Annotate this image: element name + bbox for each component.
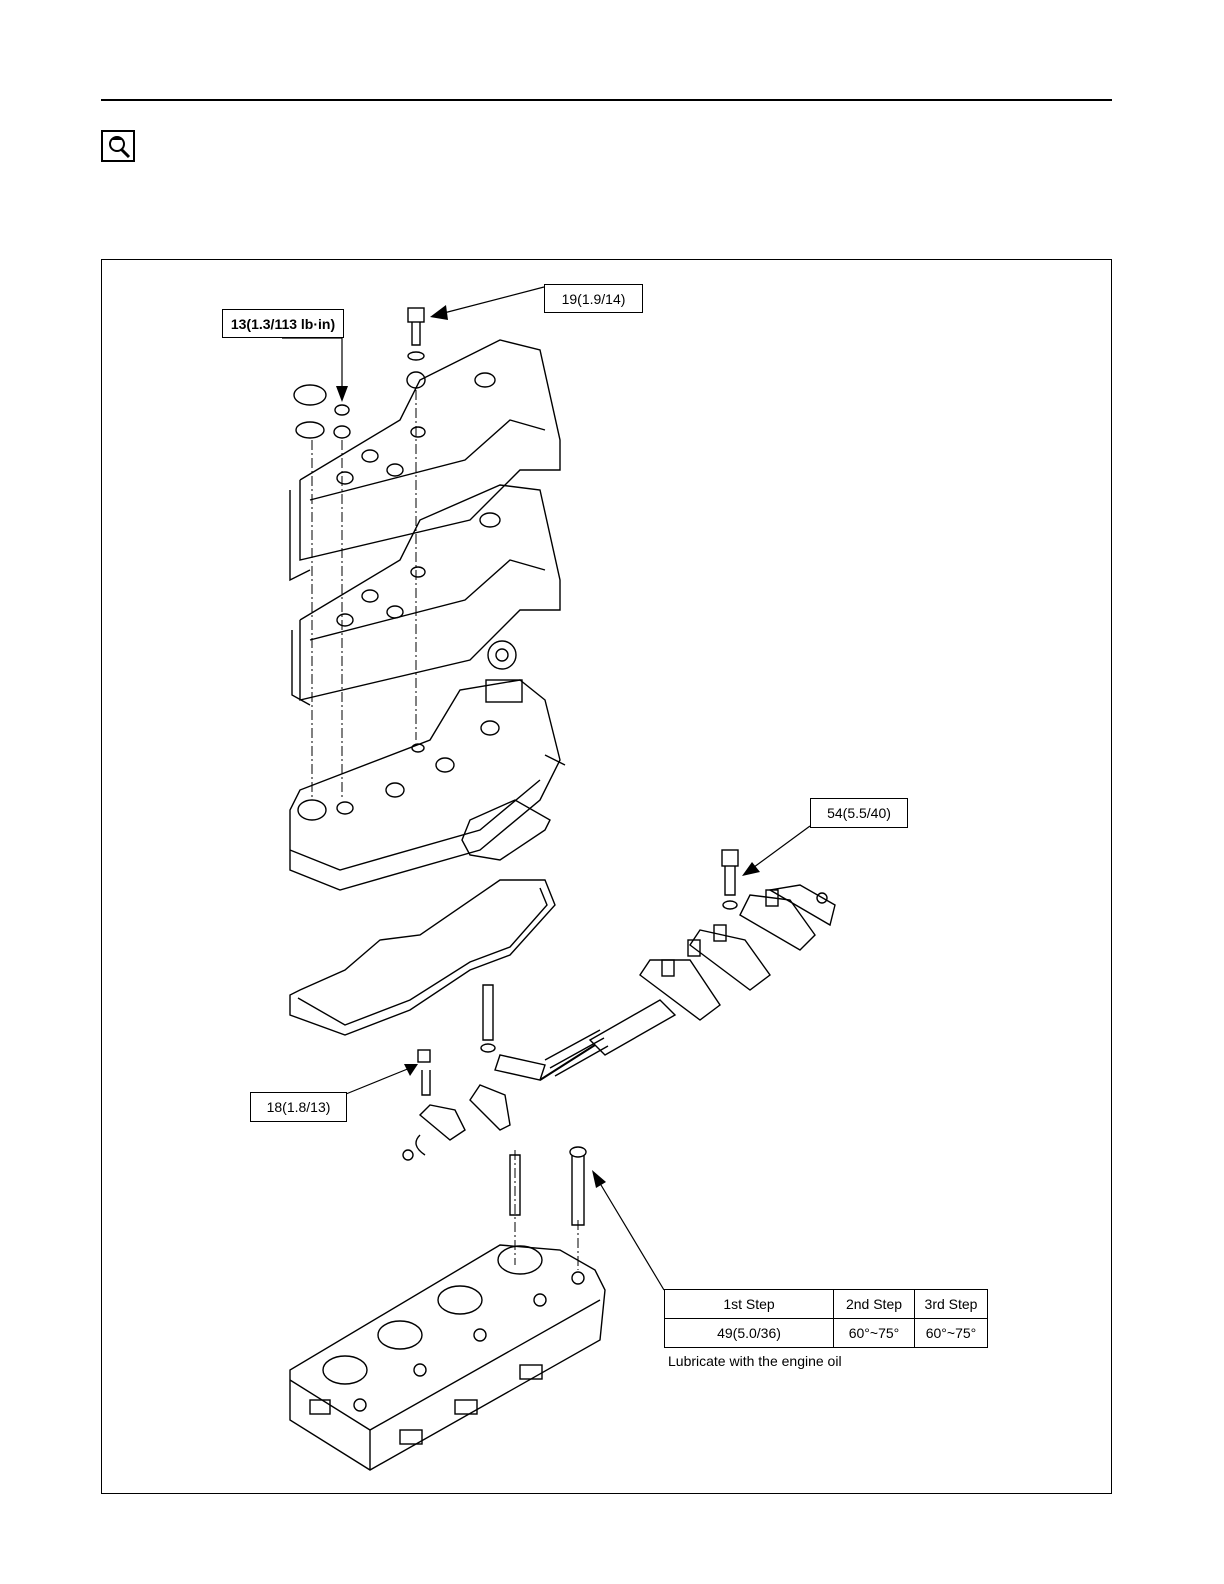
table-cell: 60°~75°	[834, 1319, 915, 1348]
table-cell: 49(5.0/36)	[665, 1319, 834, 1348]
rocker-shaft-bolt-torque-label: 54(5.5/40)	[810, 798, 908, 828]
table-header-cell: 2nd Step	[834, 1290, 915, 1319]
head-cover-upper	[290, 340, 560, 580]
arrowheads	[336, 305, 760, 1188]
lubrication-note: Lubricate with the engine oil	[668, 1353, 842, 1369]
head-bolt-torque-table: 1st Step 2nd Step 3rd Step 49(5.0/36) 60…	[664, 1289, 988, 1348]
adjust-nut-torque-label: 18(1.8/13)	[250, 1092, 347, 1122]
cover-bolt-torque-label: 19(1.9/14)	[544, 284, 643, 313]
table-header-row: 1st Step 2nd Step 3rd Step	[665, 1290, 988, 1319]
head-cover-main	[290, 680, 565, 890]
rocker-shaft-assembly	[540, 885, 835, 1080]
cover-bolt-parts	[407, 308, 425, 388]
head-cover-gasket	[290, 880, 555, 1035]
rear-cover-bolt-torque-label: 13(1.3/113 lb·in)	[222, 309, 344, 338]
table-header-cell: 1st Step	[665, 1290, 834, 1319]
table-header-cell: 3rd Step	[915, 1290, 988, 1319]
cylinder-head	[290, 1245, 605, 1470]
rocker-arms-front	[403, 1050, 545, 1160]
table-cell: 60°~75°	[915, 1319, 988, 1348]
stud	[481, 985, 495, 1052]
cylinder-head-bolts	[510, 1147, 586, 1225]
head-cover-middle	[292, 485, 560, 705]
breather-gear	[486, 641, 522, 702]
rocker-shaft-bolt	[722, 850, 738, 909]
table-row: 49(5.0/36) 60°~75° 60°~75°	[665, 1319, 988, 1348]
